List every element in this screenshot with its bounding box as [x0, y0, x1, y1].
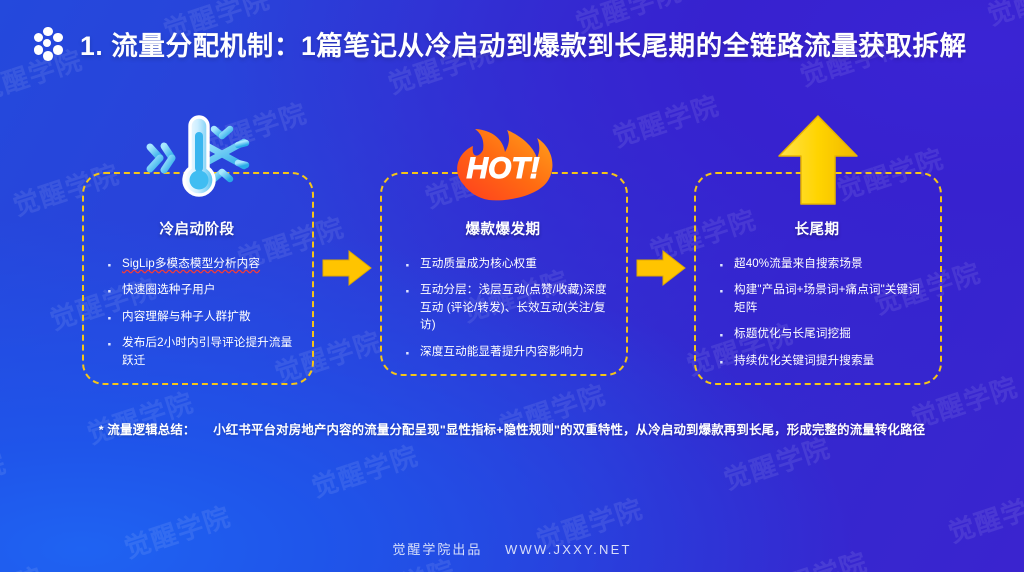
- card-bullet-list: SigLip多模态模型分析内容 快速圈选种子用户 内容理解与种子人群扩散 发布后…: [94, 253, 300, 369]
- list-item: 持续优化关键词提升搜索量: [716, 350, 924, 376]
- right-arrow-icon: [636, 249, 686, 287]
- watermark-text: 觉醒学院: [308, 441, 423, 504]
- list-item: 深度互动能显著提升内容影响力: [402, 341, 610, 367]
- card-title: 爆款爆发期: [465, 222, 541, 238]
- card-title: 冷启动阶段: [159, 222, 235, 238]
- flow-diagram: 冷启动阶段 SigLip多模态模型分析内容 快速圈选种子用户 内容理解与种子人群…: [0, 115, 1024, 385]
- dots-cluster-icon: [30, 26, 66, 62]
- thermometer-snowflake-icon: [146, 112, 250, 204]
- list-item: 互动分层：浅层互动(点赞/收藏)深度互动 (评论/转发)、长效互动(关注/复访): [402, 279, 610, 333]
- hot-flame-icon: HOT!: [445, 126, 563, 206]
- list-item: 标题优化与长尾词挖掘: [716, 323, 924, 349]
- up-arrow-icon: [775, 112, 861, 208]
- watermark-text: 觉醒学院: [720, 433, 835, 496]
- site-url: WWW.JXXY.NET: [505, 542, 632, 557]
- card-bullet-list: 超40%流量来自搜索场景 构建"产品词+场景词+痛点词"关键词 矩阵 标题优化与…: [706, 253, 928, 376]
- card-bullet-list: 互动质量成为核心权重 互动分层：浅层互动(点赞/收藏)深度互动 (评论/转发)、…: [392, 253, 614, 367]
- bullet-text: SigLip多模态模型分析内容: [122, 257, 261, 270]
- flow-connector-1: [314, 172, 380, 364]
- flow-card-cold-start[interactable]: 冷启动阶段 SigLip多模态模型分析内容 快速圈选种子用户 内容理解与种子人群…: [82, 115, 314, 385]
- list-item: 互动质量成为核心权重: [402, 253, 610, 279]
- list-item: 快速圈选种子用户: [104, 279, 296, 305]
- summary-note-label: * 流量逻辑总结：: [98, 423, 196, 437]
- flow-card-long-tail[interactable]: 长尾期 超40%流量来自搜索场景 构建"产品词+场景词+痛点词"关键词 矩阵 标…: [694, 115, 942, 385]
- list-item: SigLip多模态模型分析内容: [104, 253, 296, 279]
- watermark-text: 觉醒学院: [103, 560, 328, 572]
- watermark-text: 觉醒学院: [796, 30, 911, 92]
- list-item: 内容理解与种子人群扩散: [104, 306, 296, 332]
- flow-connector-2: [628, 172, 694, 364]
- brand-name: 觉醒学院出品: [392, 542, 483, 557]
- list-item: 发布后2小时内引导评论提升流量跃迁: [104, 332, 296, 369]
- summary-note-text: 小红书平台对房地产内容的流量分配呈现"显性指标+隐性规则"的双重特性，从冷启动到…: [213, 423, 926, 437]
- list-item: 超40%流量来自搜索场景: [716, 253, 924, 279]
- watermark-text: 觉醒学院: [702, 492, 927, 572]
- flow-card-explosive-growth[interactable]: HOT! 爆款爆发期 互动质量成为核心权重 互动分层：浅层互动(点赞/收藏)深度…: [380, 129, 628, 376]
- right-arrow-icon: [322, 249, 372, 287]
- hot-label: HOT!: [466, 152, 539, 185]
- summary-note: * 流量逻辑总结： 小红书平台对房地产内容的流量分配呈现"显性指标+隐性规则"的…: [0, 420, 1024, 438]
- slide-header: 1. 流量分配机制：1篇笔记从冷启动到爆款到长尾期的全链路流量获取拆解: [30, 24, 967, 63]
- card-title: 长尾期: [794, 222, 840, 238]
- watermark-text: 觉醒学院: [290, 500, 515, 572]
- list-item: 构建"产品词+场景词+痛点词"关键词 矩阵: [716, 279, 924, 316]
- page-title: 1. 流量分配机制：1篇笔记从冷启动到爆款到长尾期的全链路流量获取拆解: [80, 31, 967, 61]
- attribution-bar: 觉醒学院出品 WWW.JXXY.NET: [0, 539, 1024, 558]
